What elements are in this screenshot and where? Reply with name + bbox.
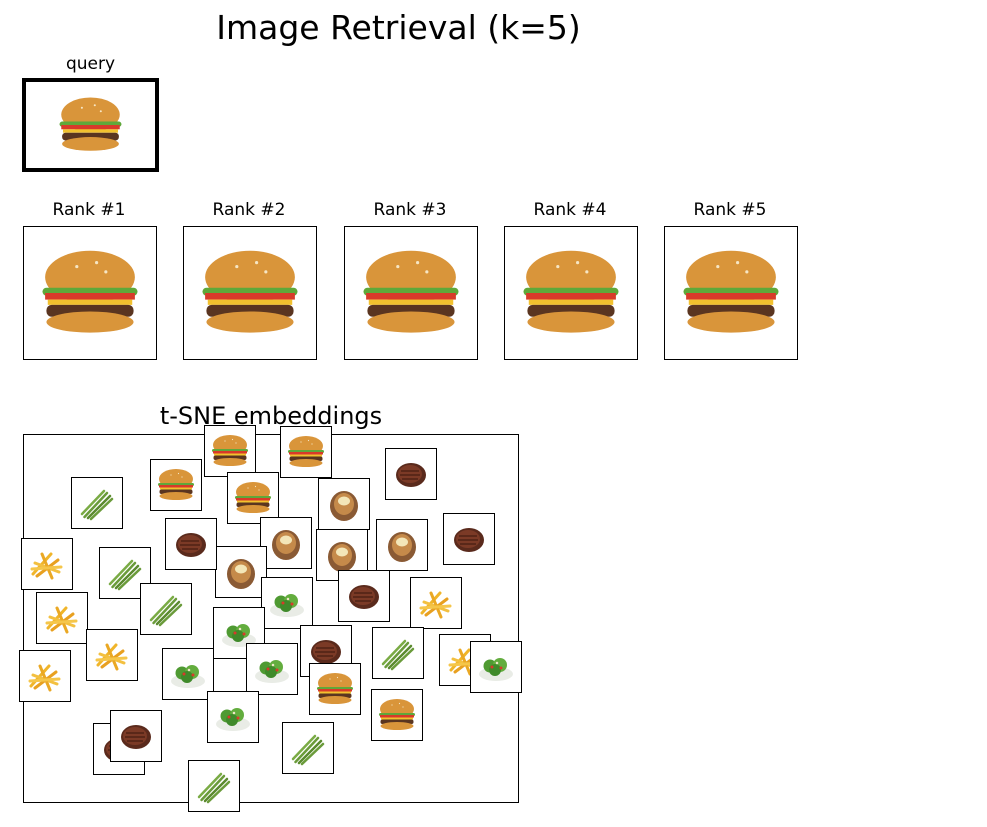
- rank-4-image: [504, 226, 638, 360]
- rank-5-label: Rank #5: [693, 200, 767, 220]
- tsne-thumbnail-asparagus: [372, 627, 424, 679]
- tsne-thumbnail-asparagus: [188, 760, 240, 812]
- tsne-plot-frame: [23, 434, 519, 803]
- tsne-thumbnail-asparagus: [282, 722, 334, 774]
- tsne-thumbnail-burger: [371, 689, 423, 741]
- tsne-thumbnail-salad: [470, 641, 522, 693]
- tsne-thumbnail-steak: [165, 518, 217, 570]
- tsne-thumbnail-fries: [19, 650, 71, 702]
- tsne-thumbnail-baked-potato: [318, 478, 370, 530]
- tsne-thumbnail-fries: [86, 629, 138, 681]
- tsne-thumbnail-steak: [443, 513, 495, 565]
- tsne-thumbnail-asparagus: [140, 583, 192, 635]
- tsne-thumbnail-steak: [110, 710, 162, 762]
- tsne-thumbnail-burger: [150, 459, 202, 511]
- rank-4-label: Rank #4: [533, 200, 607, 220]
- rank-1-label: Rank #1: [52, 200, 126, 220]
- tsne-thumbnail-fries: [410, 577, 462, 629]
- rank-2-label: Rank #2: [212, 200, 286, 220]
- tsne-thumbnail-asparagus: [71, 477, 123, 529]
- tsne-thumbnail-fries: [21, 538, 73, 590]
- tsne-thumbnail-salad: [207, 691, 259, 743]
- tsne-thumbnail-salad: [246, 643, 298, 695]
- tsne-thumbnail-salad: [261, 577, 313, 629]
- tsne-thumbnail-fries: [36, 592, 88, 644]
- rank-1-image: [23, 226, 157, 360]
- tsne-thumbnail-salad: [162, 648, 214, 700]
- tsne-thumbnail-steak: [385, 448, 437, 500]
- tsne-thumbnail-baked-potato: [260, 517, 312, 569]
- rank-3-label: Rank #3: [373, 200, 447, 220]
- tsne-thumbnail-burger: [309, 663, 361, 715]
- rank-5-image: [664, 226, 798, 360]
- query-image: [22, 78, 159, 172]
- rank-3-image: [344, 226, 478, 360]
- tsne-thumbnail-steak: [338, 570, 390, 622]
- query-label: query: [65, 54, 116, 74]
- tsne-title: t-SNE embeddings: [159, 402, 383, 430]
- tsne-thumbnail-burger: [227, 472, 279, 524]
- tsne-thumbnail-burger: [280, 426, 332, 478]
- figure-title: Image Retrieval (k=5): [216, 8, 581, 47]
- tsne-thumbnail-baked-potato: [376, 519, 428, 571]
- tsne-thumbnail-burger: [204, 425, 256, 477]
- rank-2-image: [183, 226, 317, 360]
- tsne-thumbnail-baked-potato: [215, 546, 267, 598]
